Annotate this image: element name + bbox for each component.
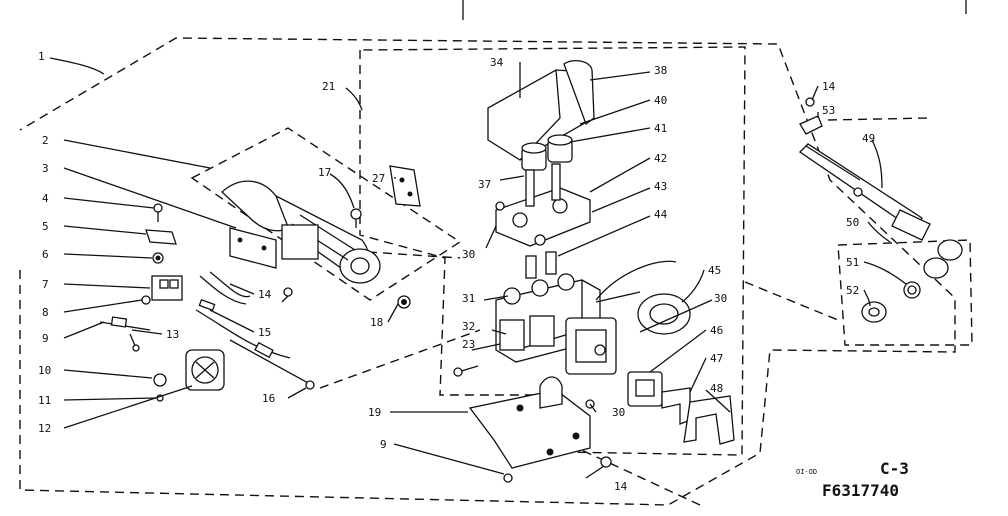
valve-parts-51 <box>903 239 963 299</box>
nut-6 <box>152 252 164 264</box>
callout-15: 15 <box>258 326 271 339</box>
assembly-outline <box>19 37 956 506</box>
fastener-4 <box>153 203 163 222</box>
callout-30-right: 30 <box>714 292 727 305</box>
callout-leaders <box>49 57 907 475</box>
igniter-13 <box>129 333 140 352</box>
washer-8 <box>141 295 151 305</box>
callout-30-lower: 30 <box>612 406 625 419</box>
screw-17 <box>350 208 362 228</box>
callout-18: 18 <box>370 316 383 329</box>
callout-51: 51 <box>846 256 859 269</box>
callout-46: 46 <box>710 324 723 337</box>
callout-2: 2 <box>42 134 49 147</box>
callout-14-right: 14 <box>822 80 836 93</box>
callout-11: 11 <box>38 394 51 407</box>
oven-burner-group-outline <box>190 127 462 301</box>
drawing-number: F6317740 <box>822 481 899 500</box>
clip-5 <box>145 229 177 245</box>
callout-1: 1 <box>38 50 45 63</box>
callout-52: 52 <box>846 284 859 297</box>
callout-48: 48 <box>710 382 723 395</box>
callout-9-lower: 9 <box>380 438 387 451</box>
callout-17: 17 <box>318 166 331 179</box>
callout-44: 44 <box>654 208 668 221</box>
callout-4: 4 <box>42 192 49 205</box>
leader-line <box>744 281 839 321</box>
callout-38: 38 <box>654 64 667 77</box>
callout-16: 16 <box>262 392 275 405</box>
callout-12: 12 <box>38 422 51 435</box>
callout-42: 42 <box>654 152 667 165</box>
valve-group-outline <box>837 239 973 346</box>
callout-14-left: 14 <box>258 288 272 301</box>
switch-46 <box>627 371 663 407</box>
callout-19: 19 <box>368 406 381 419</box>
callout-13: 13 <box>166 328 179 341</box>
callout-45: 45 <box>708 264 721 277</box>
screw-18 <box>397 295 411 309</box>
bracket-48 <box>683 395 735 445</box>
callout-10: 10 <box>38 364 51 377</box>
manifold-plate <box>495 163 591 247</box>
burner-tube <box>221 180 381 284</box>
valve-shaft-49 <box>798 143 931 241</box>
leader-line <box>827 117 931 121</box>
callout-41: 41 <box>654 122 667 135</box>
callout-8: 8 <box>42 306 49 319</box>
screw-14-lower <box>585 456 612 479</box>
callout-27: 27 <box>372 172 385 185</box>
drawing-code-block: OI-OD C-3 F6317740 <box>796 459 909 500</box>
orifice-44 <box>525 234 557 279</box>
leader-line <box>319 329 481 389</box>
callout-7: 7 <box>42 278 49 291</box>
screw-23 <box>453 365 479 377</box>
timer-motor <box>153 349 225 402</box>
callout-40: 40 <box>654 94 667 107</box>
callout-32: 32 <box>462 320 475 333</box>
callout-30-upper: 30 <box>462 248 475 261</box>
small-mark: OI-OD <box>796 468 817 476</box>
solenoid <box>565 317 617 375</box>
callout-3: 3 <box>42 162 49 175</box>
clip-53 <box>799 97 823 135</box>
callout-53: 53 <box>822 104 835 117</box>
spark-plate-27 <box>389 165 421 207</box>
sensing-bulb <box>229 339 315 390</box>
wire-harness <box>195 271 291 359</box>
coil-45 <box>595 260 691 335</box>
callout-50: 50 <box>846 216 859 229</box>
electrode-9 <box>99 316 151 331</box>
mounting-bracket <box>229 227 277 269</box>
switch-block-7 <box>151 275 183 301</box>
callout-labels: 1 2 3 4 5 6 7 8 9 10 11 12 13 14 15 16 1… <box>38 50 875 493</box>
callout-34: 34 <box>490 56 504 69</box>
screw-9-lower <box>503 473 513 483</box>
callout-14-lower: 14 <box>614 480 628 493</box>
callout-47: 47 <box>710 352 723 365</box>
callout-21: 21 <box>322 80 335 93</box>
leader-line <box>367 251 461 259</box>
bracket-19 <box>468 376 591 469</box>
callout-9: 9 <box>42 332 49 345</box>
leader-line <box>559 439 701 506</box>
valve-seal-52 <box>861 301 887 323</box>
sheet-code: C-3 <box>880 459 909 478</box>
callout-43: 43 <box>654 180 667 193</box>
callout-6: 6 <box>42 248 49 261</box>
bracket-47 <box>661 387 691 425</box>
callout-23: 23 <box>462 338 475 351</box>
callout-5: 5 <box>42 220 49 233</box>
callout-31: 31 <box>462 292 475 305</box>
callout-37: 37 <box>478 178 491 191</box>
screw-14-bracket <box>281 287 293 303</box>
callout-49: 49 <box>862 132 875 145</box>
